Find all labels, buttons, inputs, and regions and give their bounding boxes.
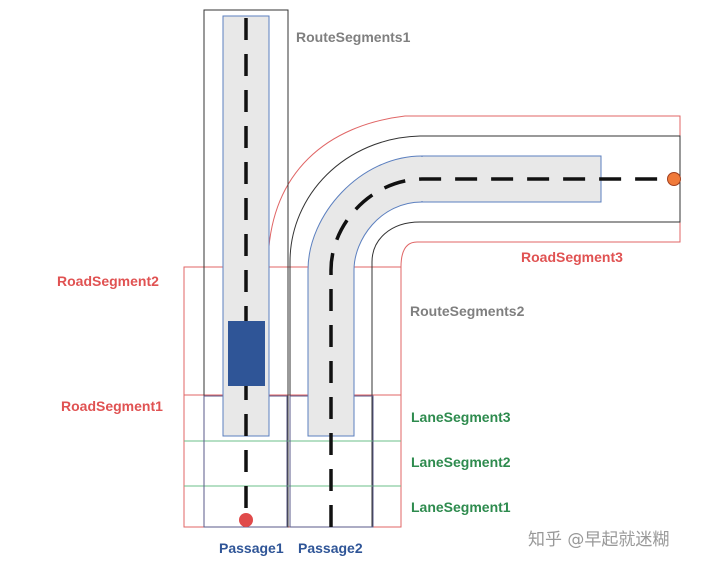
lane-segment-3-label: LaneSegment3 [411,409,511,425]
road-segment-1-label: RoadSegment1 [61,398,163,414]
road-segment-2-label: RoadSegment2 [57,273,159,289]
dash-line-curved [329,177,672,527]
lane-segment-2-label: LaneSegment2 [411,454,511,470]
lane-segment-1-label: LaneSegment1 [411,499,511,515]
road-segment-3-outline [267,115,681,268]
road-segment-2-outline [183,266,402,396]
road-segment-3-label: RoadSegment3 [521,249,623,265]
route-segments-2-outline [289,135,681,528]
route-segments-1-label: RouteSegments1 [296,29,411,45]
end-point [667,172,681,186]
route-segments-2-label: RouteSegments2 [410,303,525,319]
vehicle [228,321,265,386]
watermark: 知乎 @早起就迷糊 [528,530,669,550]
passage-1-label: Passage1 [219,540,284,556]
passage-2-label: Passage2 [298,540,363,556]
start-point [239,513,253,527]
road-segment-1-outline [183,394,402,528]
